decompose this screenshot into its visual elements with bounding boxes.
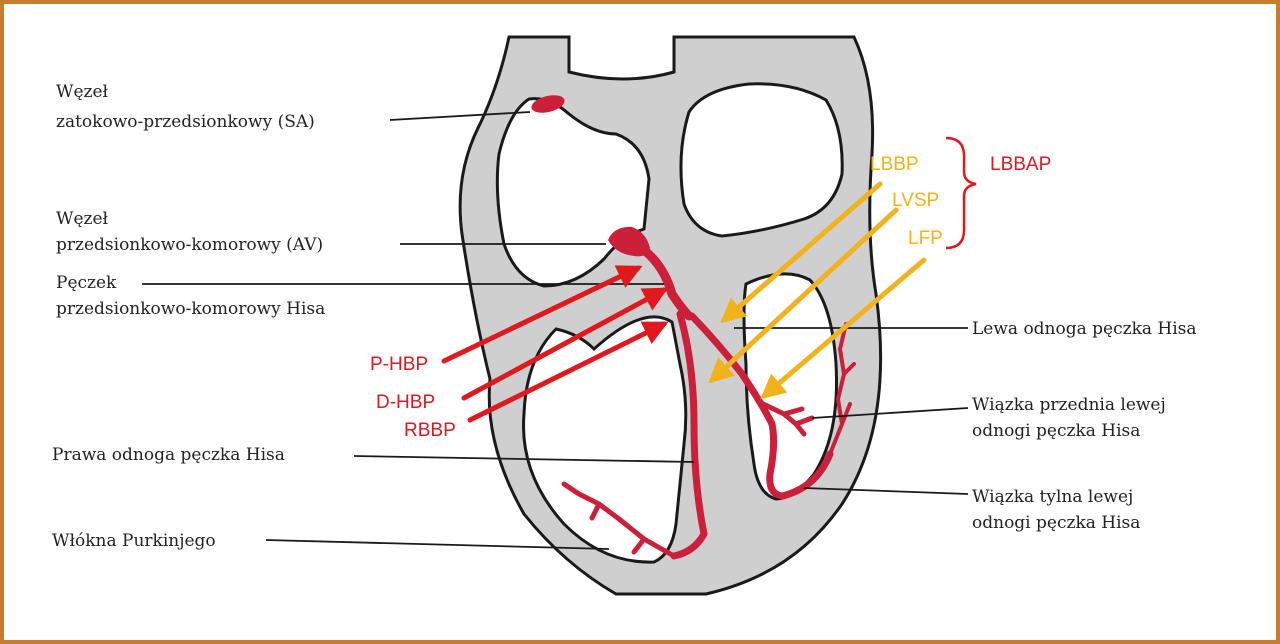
lfp-label: LFP [908,228,943,249]
sa-node [531,95,565,113]
anterior-fascicle [756,399,815,437]
rbbp-arrow [467,321,669,423]
his-bundle [639,245,694,321]
left-bundle-label: Lewa odnoga pęczka Hisa [972,319,1197,339]
his-bundle-label-line2: przedsionkowo-komorowy Hisa [56,299,325,319]
anterior-fascicle-label-line1: Wiązka przednia lewej [972,395,1166,415]
lfp-arrow [760,257,927,400]
red-pacing-arrows [441,265,669,423]
purkinje-left [828,322,856,456]
d-hbp-arrow [461,287,669,401]
lbbp-arrow [720,181,883,324]
his-bundle-label-line1: Pęczek [56,273,117,293]
sa-node-label-line2: zatokowo-przedsionkowy (SA) [56,112,315,132]
sa-node-label-line1: Węzeł [56,82,109,102]
rbbp-label: RBBP [404,420,456,441]
lvsp-label: LVSP [892,190,939,211]
right-ventricle-cavity [522,315,688,564]
anterior-fascicle-label-line2: odnogi pęczka Hisa [972,421,1140,441]
av-node [608,226,650,257]
d-hbp-label: D-HBP [376,392,435,413]
av-node-label-line1: Węzeł [56,209,109,229]
lbbap-brace [945,136,977,250]
right-bundle-branch [670,310,708,560]
purkinje-right [561,481,677,559]
heart-conduction-diagram: Węzeł zatokowo-przedsionkowy (SA) Węzeł … [52,35,1197,596]
lbbp-label: LBBP [870,154,919,175]
posterior-fascicle-label-line2: odnogi pęczka Hisa [972,513,1140,533]
leader-lines [142,111,969,550]
lvsp-arrow [708,207,899,384]
right-bundle-label: Prawa odnoga pęczka Hisa [52,445,285,465]
purkinje-label: Włókna Purkinjego [52,531,216,551]
orange-pacing-arrows [708,181,927,400]
p-hbp-arrow [441,265,643,364]
p-hbp-label: P-HBP [370,354,428,375]
left-atrium-cavity [679,82,844,238]
posterior-fascicle-label-line1: Wiązka tylna lewej [972,487,1133,507]
lbbap-label: LBBAP [990,154,1051,175]
av-node-label-line2: przedsionkowo-komorowy (AV) [56,235,323,255]
